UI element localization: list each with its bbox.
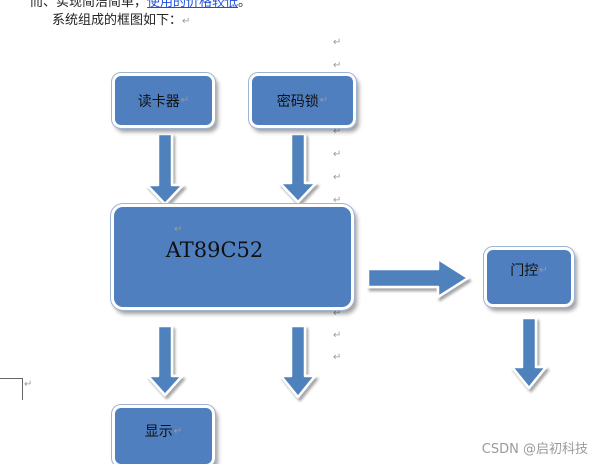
- paragraph-mark: ↵: [173, 425, 183, 437]
- paragraph-mark: ↵: [333, 126, 342, 137]
- clipped-top-line: 而、实现简洁简单，使用的价格较低。: [30, 0, 251, 10]
- top-line-prefix: 而、实现简洁简单，: [30, 0, 148, 10]
- paragraph-mark: ↵: [333, 149, 342, 160]
- arrow-mcu-to-display: [146, 324, 184, 397]
- arrow-door-down: [510, 316, 548, 390]
- paragraph-mark: ↵: [180, 95, 190, 106]
- paragraph-mark: ↵: [333, 352, 342, 363]
- paragraph-mark: ↵: [182, 16, 191, 27]
- mcu-block: ↵ AT89C52: [110, 203, 355, 311]
- arrow-keypad-to-mcu: [278, 132, 318, 204]
- card-reader-block: 读卡器↵: [111, 72, 216, 129]
- arrow-reader-to-mcu: [145, 132, 185, 206]
- keypad-lock-label: 密码锁: [276, 93, 319, 110]
- mcu-label: AT89C52: [165, 238, 264, 262]
- display-label: 显示: [144, 424, 173, 440]
- paragraph-mark: ↵: [333, 172, 342, 183]
- paragraph-mark: ↵: [319, 95, 329, 106]
- paragraph-mark: ↵: [539, 264, 548, 276]
- csdn-watermark: CSDN @启初科技: [481, 442, 588, 457]
- paragraph-mark: ↵: [174, 224, 183, 235]
- card-reader-label: 读卡器: [137, 93, 180, 110]
- intro-paragraph: 系统组成的框图如下：↵: [52, 9, 190, 28]
- display-block: 显示↵: [111, 404, 216, 464]
- door-control-label: 门控: [510, 263, 539, 279]
- paragraph-mark: ↵: [24, 379, 33, 390]
- keypad-lock-block: 密码锁↵: [248, 72, 357, 129]
- top-line-suffix: 。: [238, 0, 252, 10]
- top-line-link[interactable]: 使用的价格较低: [147, 0, 239, 10]
- door-control-block: 门控↵: [483, 246, 575, 308]
- arrow-mcu-to-door: [366, 257, 470, 299]
- arrow-mcu-down: [279, 324, 317, 399]
- paragraph-mark: ↵: [333, 195, 342, 206]
- paragraph-mark: ↵: [333, 60, 342, 71]
- margin-corner-mark: [0, 378, 23, 400]
- intro-text: 系统组成的框图如下：: [52, 13, 183, 28]
- paragraph-mark: ↵: [333, 37, 342, 48]
- paragraph-mark: ↵: [333, 330, 342, 341]
- paragraph-mark: ↵: [333, 308, 342, 319]
